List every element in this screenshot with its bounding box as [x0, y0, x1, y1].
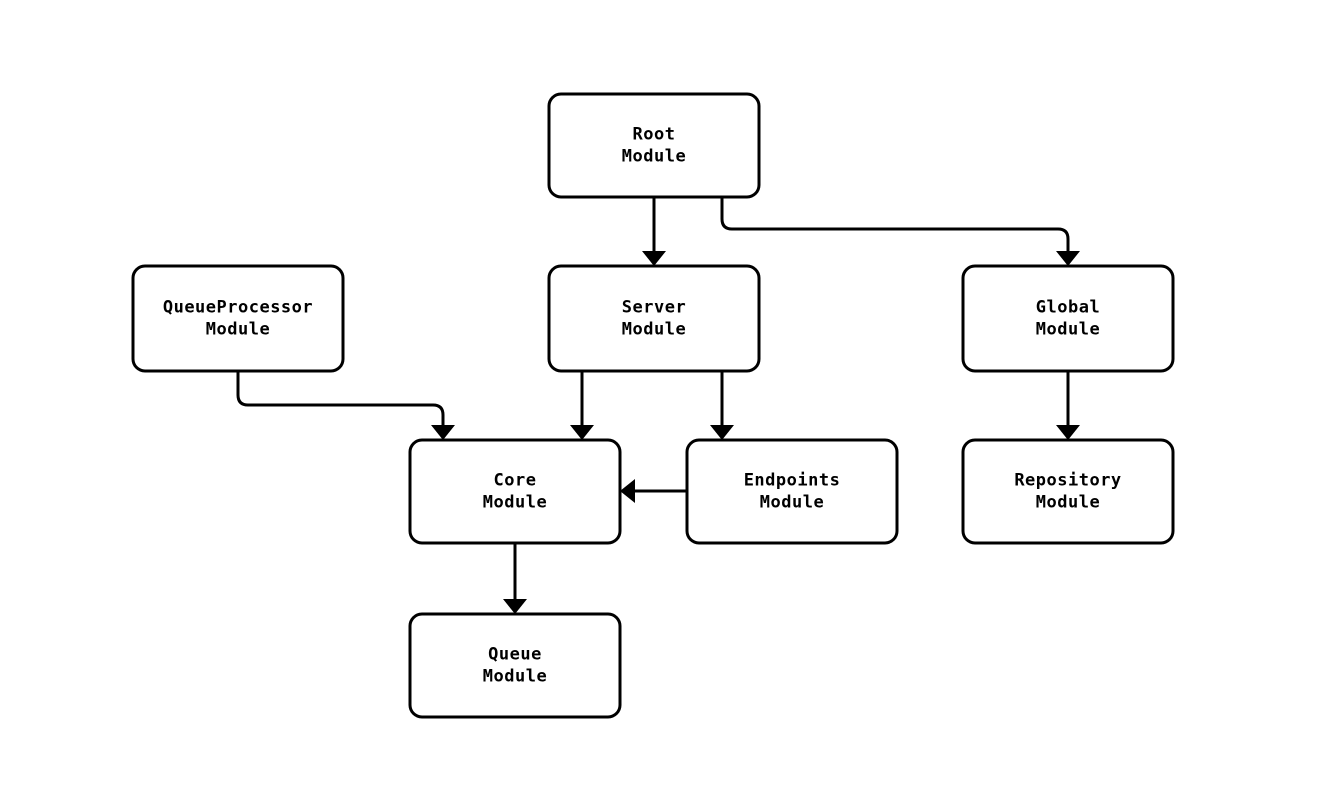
nodes-layer: RootModuleQueueProcessorModuleServerModu… — [131, 92, 1175, 719]
node-label-line1: Server — [622, 298, 686, 318]
node-label-line2: Module — [1036, 493, 1100, 513]
node-box[interactable] — [408, 438, 622, 545]
node-label-line2: Module — [206, 320, 270, 340]
arrowhead-icon — [570, 425, 594, 440]
node-label-line2: Module — [483, 493, 547, 513]
node-box[interactable] — [961, 438, 1175, 545]
node-box[interactable] — [131, 264, 345, 373]
node-label-line1: Global — [1036, 298, 1100, 318]
node-box[interactable] — [547, 264, 761, 373]
node-box[interactable] — [961, 264, 1175, 373]
node-label-line1: QueueProcessor — [163, 298, 313, 318]
arrowhead-icon — [642, 251, 666, 266]
arrowhead-icon — [1056, 251, 1080, 266]
node-label-line2: Module — [622, 147, 686, 167]
edge-root-to-server — [642, 197, 666, 266]
edge-line — [236, 371, 445, 426]
edge-global-to-repository — [1056, 371, 1080, 440]
node-label-line2: Module — [622, 320, 686, 340]
edge-root-to-global — [720, 197, 1080, 266]
node-label-line1: Repository — [1014, 471, 1121, 491]
edge-server-to-endpoints — [710, 371, 734, 440]
edge-line — [720, 197, 1070, 252]
node-label-line1: Endpoints — [744, 471, 841, 491]
arrowhead-icon — [710, 425, 734, 440]
edges-layer — [236, 197, 1080, 614]
edge-server-to-core — [570, 371, 594, 440]
node-label-line2: Module — [483, 667, 547, 687]
arrowhead-icon — [620, 479, 635, 503]
arrowhead-icon — [503, 599, 527, 614]
arrowhead-icon — [1056, 425, 1080, 440]
node-label-line1: Core — [494, 471, 537, 491]
edge-endpoints-to-core — [620, 479, 687, 503]
node-label-line1: Queue — [488, 645, 542, 665]
node-label-line2: Module — [1036, 320, 1100, 340]
node-box[interactable] — [408, 612, 622, 719]
node-label-line1: Root — [633, 125, 676, 145]
node-label-line2: Module — [760, 493, 824, 513]
edge-queueprocessor-to-core — [236, 371, 455, 440]
node-box[interactable] — [547, 92, 761, 199]
arrowhead-icon — [431, 425, 455, 440]
edge-core-to-queue — [503, 543, 527, 614]
node-box[interactable] — [685, 438, 899, 545]
